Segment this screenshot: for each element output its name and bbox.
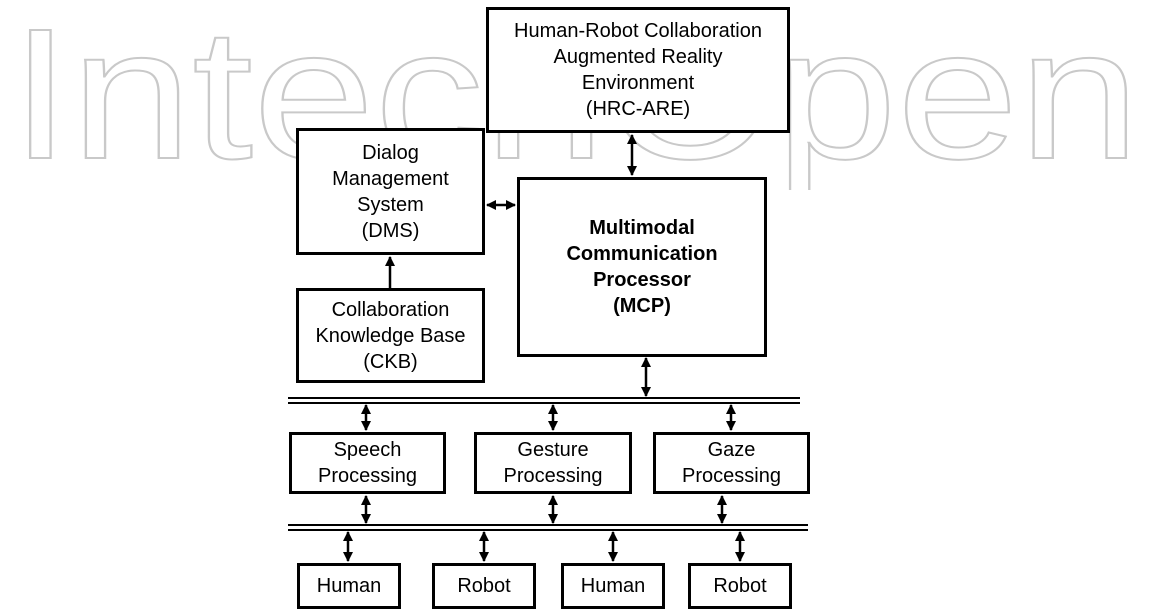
- human-label: Human: [316, 575, 382, 597]
- mcp-line: Multimodal: [589, 217, 695, 239]
- hrc-are-line: Human-Robot Collaboration: [514, 20, 762, 42]
- gesture-line: Gesture: [517, 439, 589, 461]
- lower-bus: [288, 524, 808, 531]
- robot-label: Robot: [457, 575, 511, 597]
- hrc-are-line: Augmented Reality: [553, 46, 723, 68]
- human-box: Human: [297, 563, 401, 609]
- ckb-line: (CKB): [363, 350, 418, 373]
- dms-line: System: [357, 193, 424, 216]
- gaze-line: Processing: [682, 465, 781, 487]
- robot-label: Robot: [713, 575, 767, 597]
- dms-line: Management: [332, 167, 449, 190]
- mcp-line: Communication: [566, 243, 718, 265]
- dms-box: Dialog Management System (DMS): [296, 128, 485, 255]
- human-box: Human: [561, 563, 665, 609]
- hrc-are-line: (HRC-ARE): [585, 98, 691, 120]
- ckb-line: Knowledge Base: [315, 324, 466, 347]
- robot-box: Robot: [688, 563, 792, 609]
- speech-line: Processing: [318, 465, 417, 487]
- speech-processing-box: Speech Processing: [289, 432, 446, 494]
- mcp-line: (MCP): [613, 295, 671, 317]
- ckb-box: Collaboration Knowledge Base (CKB): [296, 288, 485, 383]
- upper-bus: [288, 397, 800, 404]
- gaze-processing-box: Gaze Processing: [653, 432, 810, 494]
- mcp-line: Processor: [593, 269, 691, 291]
- gesture-line: Processing: [503, 465, 603, 487]
- hrc-are-line: Environment: [581, 72, 695, 94]
- human-label: Human: [580, 575, 646, 597]
- robot-box: Robot: [432, 563, 536, 609]
- gesture-processing-box: Gesture Processing: [474, 432, 632, 494]
- mcp-box: Multimodal Communication Processor (MCP): [517, 177, 767, 357]
- dms-line: (DMS): [361, 219, 420, 242]
- hrc-are-box: Human-Robot Collaboration Augmented Real…: [486, 7, 790, 133]
- dms-line: Dialog: [362, 141, 419, 164]
- speech-line: Speech: [333, 439, 402, 461]
- ckb-line: Collaboration: [331, 298, 450, 321]
- gaze-line: Gaze: [707, 439, 756, 461]
